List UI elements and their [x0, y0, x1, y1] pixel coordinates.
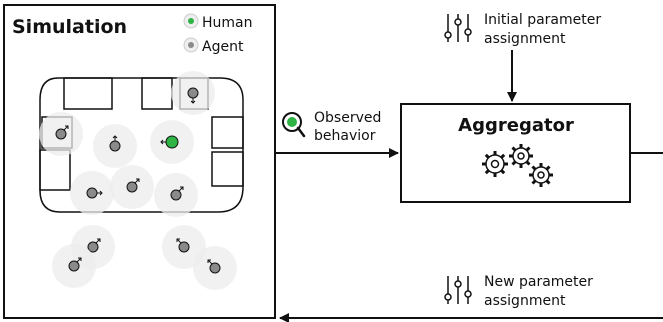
- sliders-icon: [444, 14, 472, 42]
- agent: [162, 225, 206, 269]
- aggregator-box: Aggregator: [400, 103, 631, 203]
- aggregator-title: Aggregator: [458, 115, 574, 136]
- agent: [171, 71, 215, 115]
- legend-human-icon: [183, 13, 199, 29]
- agent: [70, 171, 114, 215]
- gears-icon: [482, 144, 553, 187]
- agent: [52, 244, 96, 288]
- new-param-line1: New parameter: [484, 274, 593, 290]
- magnifier-icon: [282, 112, 306, 138]
- agent: [110, 165, 154, 209]
- legend-human-label: Human: [202, 15, 253, 31]
- observed-behavior-connector: Observed behavior: [276, 110, 399, 158]
- legend-agent-label: Agent: [202, 39, 244, 55]
- legend: Human Agent: [183, 13, 253, 55]
- initial-param-line2: assignment: [484, 31, 566, 47]
- initial-param-line1: Initial parameter: [484, 12, 601, 28]
- sliders-icon: [444, 276, 472, 304]
- agent: [193, 246, 237, 290]
- observed-label-line2: behavior: [314, 128, 376, 144]
- human: [150, 120, 194, 164]
- new-parameter-connector: New parameter assignment: [279, 274, 663, 322]
- agent: [39, 112, 83, 156]
- simulation-panel: Simulation Human Agent: [3, 4, 276, 319]
- legend-agent-icon: [183, 37, 199, 53]
- new-param-line2: assignment: [484, 293, 566, 309]
- agents: [39, 71, 237, 290]
- agent: [154, 173, 198, 217]
- simulation-title: Simulation: [12, 16, 127, 38]
- observed-label-line1: Observed: [314, 110, 381, 126]
- initial-parameter-connector: Initial parameter assignment: [444, 12, 601, 102]
- agent: [93, 124, 137, 168]
